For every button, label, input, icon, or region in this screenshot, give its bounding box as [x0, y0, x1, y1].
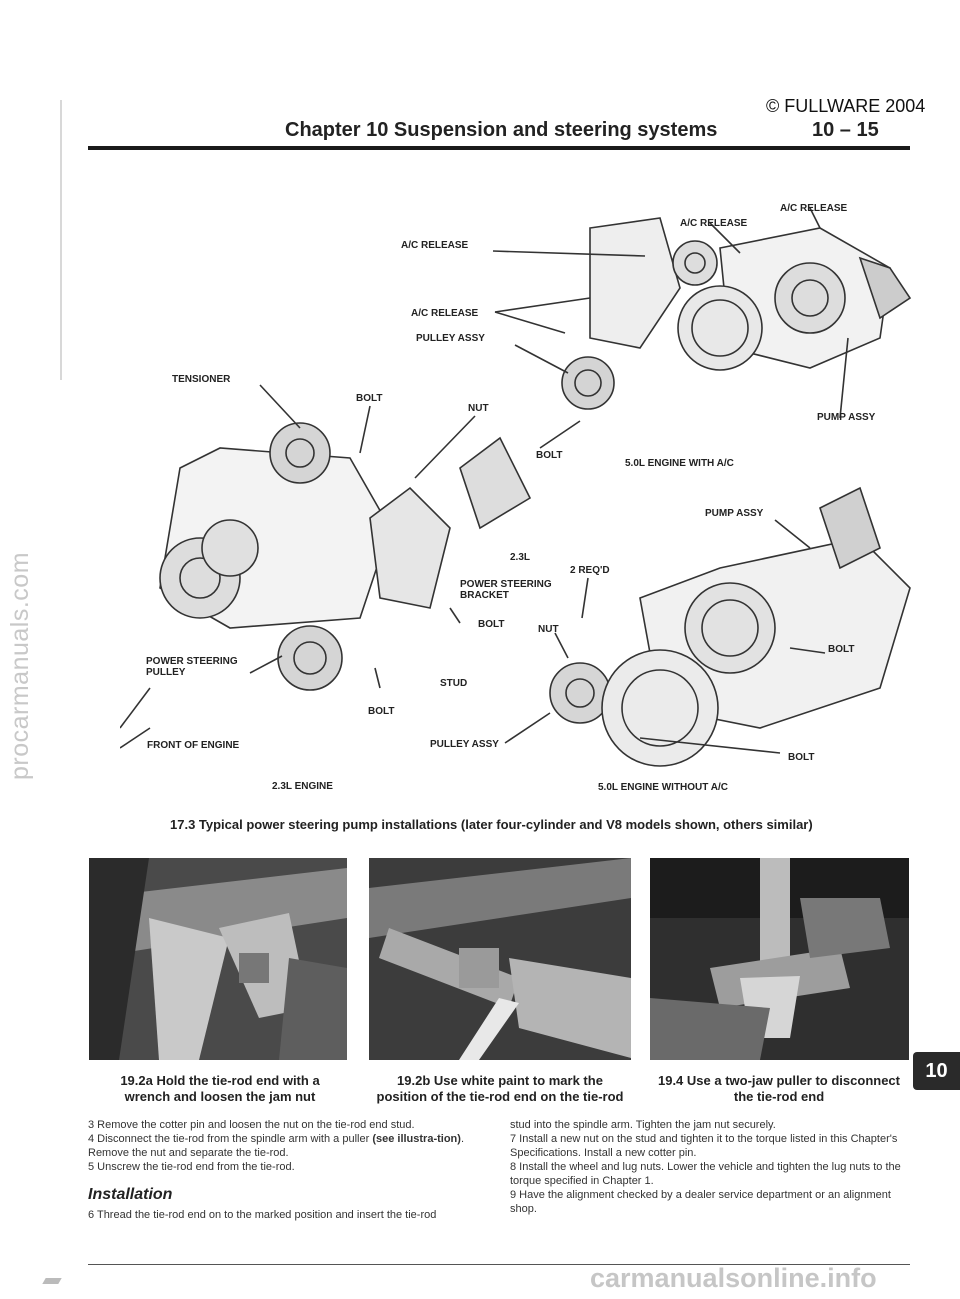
- body-column-right: stud into the spindle arm. Tighten the j…: [510, 1118, 910, 1216]
- photo-caption-line: 19.2a Hold the tie-rod end with a: [120, 1073, 320, 1088]
- step-6: 6 Thread the tie-rod end on to the marke…: [88, 1209, 437, 1221]
- label-bolt-left-bottom: BOLT: [368, 706, 394, 717]
- label-bolt-right: BOLT: [828, 644, 854, 655]
- step-5: 5 Unscrew the tie-rod end from the tie-r…: [88, 1161, 295, 1173]
- figure-caption: 17.3 Typical power steering pump install…: [170, 817, 813, 832]
- label-bolt-left-top: BOLT: [356, 393, 382, 404]
- photo-caption-line: position of the tie-rod end on the tie-r…: [376, 1089, 624, 1104]
- label-ac-release-4: A/C RELEASE: [411, 308, 479, 319]
- installation-heading: Installation: [88, 1186, 173, 1203]
- step-8: 8 Install the wheel and lug nuts. Lower …: [510, 1161, 901, 1187]
- label-ac-release-2: A/C RELEASE: [680, 218, 748, 229]
- label-nut-left: NUT: [468, 403, 489, 414]
- step-3: 3 Remove the cotter pin and loosen the n…: [88, 1119, 415, 1131]
- photo-caption-19-2a: 19.2a Hold the tie-rod end with a wrench…: [100, 1073, 340, 1105]
- label-engine-v8-noac: 5.0L ENGINE WITHOUT A/C: [598, 782, 728, 793]
- label-engine-v8-ac: 5.0L ENGINE WITH A/C: [625, 458, 734, 469]
- label-pulley-assy-top: PULLEY ASSY: [416, 333, 485, 344]
- photo-caption-line: the tie-rod end: [733, 1089, 825, 1104]
- side-watermark: procarmanuals.com: [6, 551, 34, 780]
- page-edge-shadow: [60, 100, 62, 380]
- label-2-3l: 2.3L: [510, 552, 530, 563]
- label-ps-bracket-1: POWER STEERING: [460, 579, 552, 590]
- page-corner-mark: [42, 1278, 62, 1284]
- label-pump-assy-top: PUMP ASSY: [817, 412, 876, 423]
- step-9: 9 Have the alignment checked by a dealer…: [510, 1189, 891, 1215]
- label-front-of-engine: FRONT OF ENGINE: [147, 740, 240, 751]
- label-bolt-bottom-right: BOLT: [788, 752, 814, 763]
- chapter-title: Chapter 10 Suspension and steering syste…: [285, 119, 718, 141]
- step-6-continued: stud into the spindle arm. Tighten the j…: [510, 1119, 776, 1131]
- power-steering-pump-diagram: A/C RELEASE A/C RELEASE A/C RELEASE A/C …: [120, 203, 912, 793]
- photo-caption-line: wrench and loosen the jam nut: [124, 1089, 316, 1104]
- step-4-text-end: . Remove the nut and separate the tie-ro…: [88, 1133, 464, 1159]
- copyright-notice: © FULLWARE 2004: [766, 96, 926, 116]
- label-ac-release-1: A/C RELEASE: [401, 240, 469, 251]
- header-rule: [88, 146, 910, 150]
- label-bolt-mid: BOLT: [478, 619, 504, 630]
- chapter-tab: 10: [913, 1052, 960, 1090]
- photo-caption-line: 19.4 Use a two-jaw puller to disconnect: [657, 1073, 900, 1088]
- page-number: 10 – 15: [812, 119, 879, 141]
- label-engine-2-3l: 2.3L ENGINE: [272, 781, 333, 792]
- photo-caption-19-2b: 19.2b Use white paint to mark the positi…: [365, 1073, 635, 1105]
- photo-wrench-jam-nut: [89, 858, 347, 1060]
- label-ps-pulley-1: POWER STEERING: [146, 656, 238, 667]
- label-pulley-assy-right: PULLEY ASSY: [430, 739, 499, 750]
- footer-rule: [88, 1264, 910, 1265]
- step-7: 7 Install a new nut on the stud and tigh…: [510, 1133, 898, 1159]
- see-illustration-ref: (see illustra-tion): [372, 1133, 461, 1145]
- bottom-watermark: carmanualsonline.info: [590, 1263, 877, 1293]
- label-tensioner: TENSIONER: [172, 374, 231, 385]
- label-pump-assy-right: PUMP ASSY: [705, 508, 764, 519]
- photo-caption-line: 19.2b Use white paint to mark the: [397, 1073, 603, 1088]
- label-bolt-top: BOLT: [536, 450, 562, 461]
- step-4: 4 Disconnect the tie-rod from the spindl…: [88, 1132, 490, 1160]
- photo-two-jaw-puller: [650, 858, 909, 1060]
- label-ps-bracket-2: BRACKET: [460, 590, 509, 601]
- body-column-left: 3 Remove the cotter pin and loosen the n…: [88, 1118, 490, 1222]
- label-ps-pulley-2: PULLEY: [146, 667, 186, 678]
- label-stud: STUD: [440, 678, 467, 689]
- photo-caption-19-4: 19.4 Use a two-jaw puller to disconnect …: [648, 1073, 910, 1105]
- label-ac-release-3: A/C RELEASE: [780, 203, 848, 214]
- label-nut-right: NUT: [538, 624, 559, 635]
- label-two-reqd: 2 REQ'D: [570, 565, 610, 576]
- step-4-text: 4 Disconnect the tie-rod from the spindl…: [88, 1133, 373, 1145]
- photo-white-paint-mark: [369, 858, 631, 1060]
